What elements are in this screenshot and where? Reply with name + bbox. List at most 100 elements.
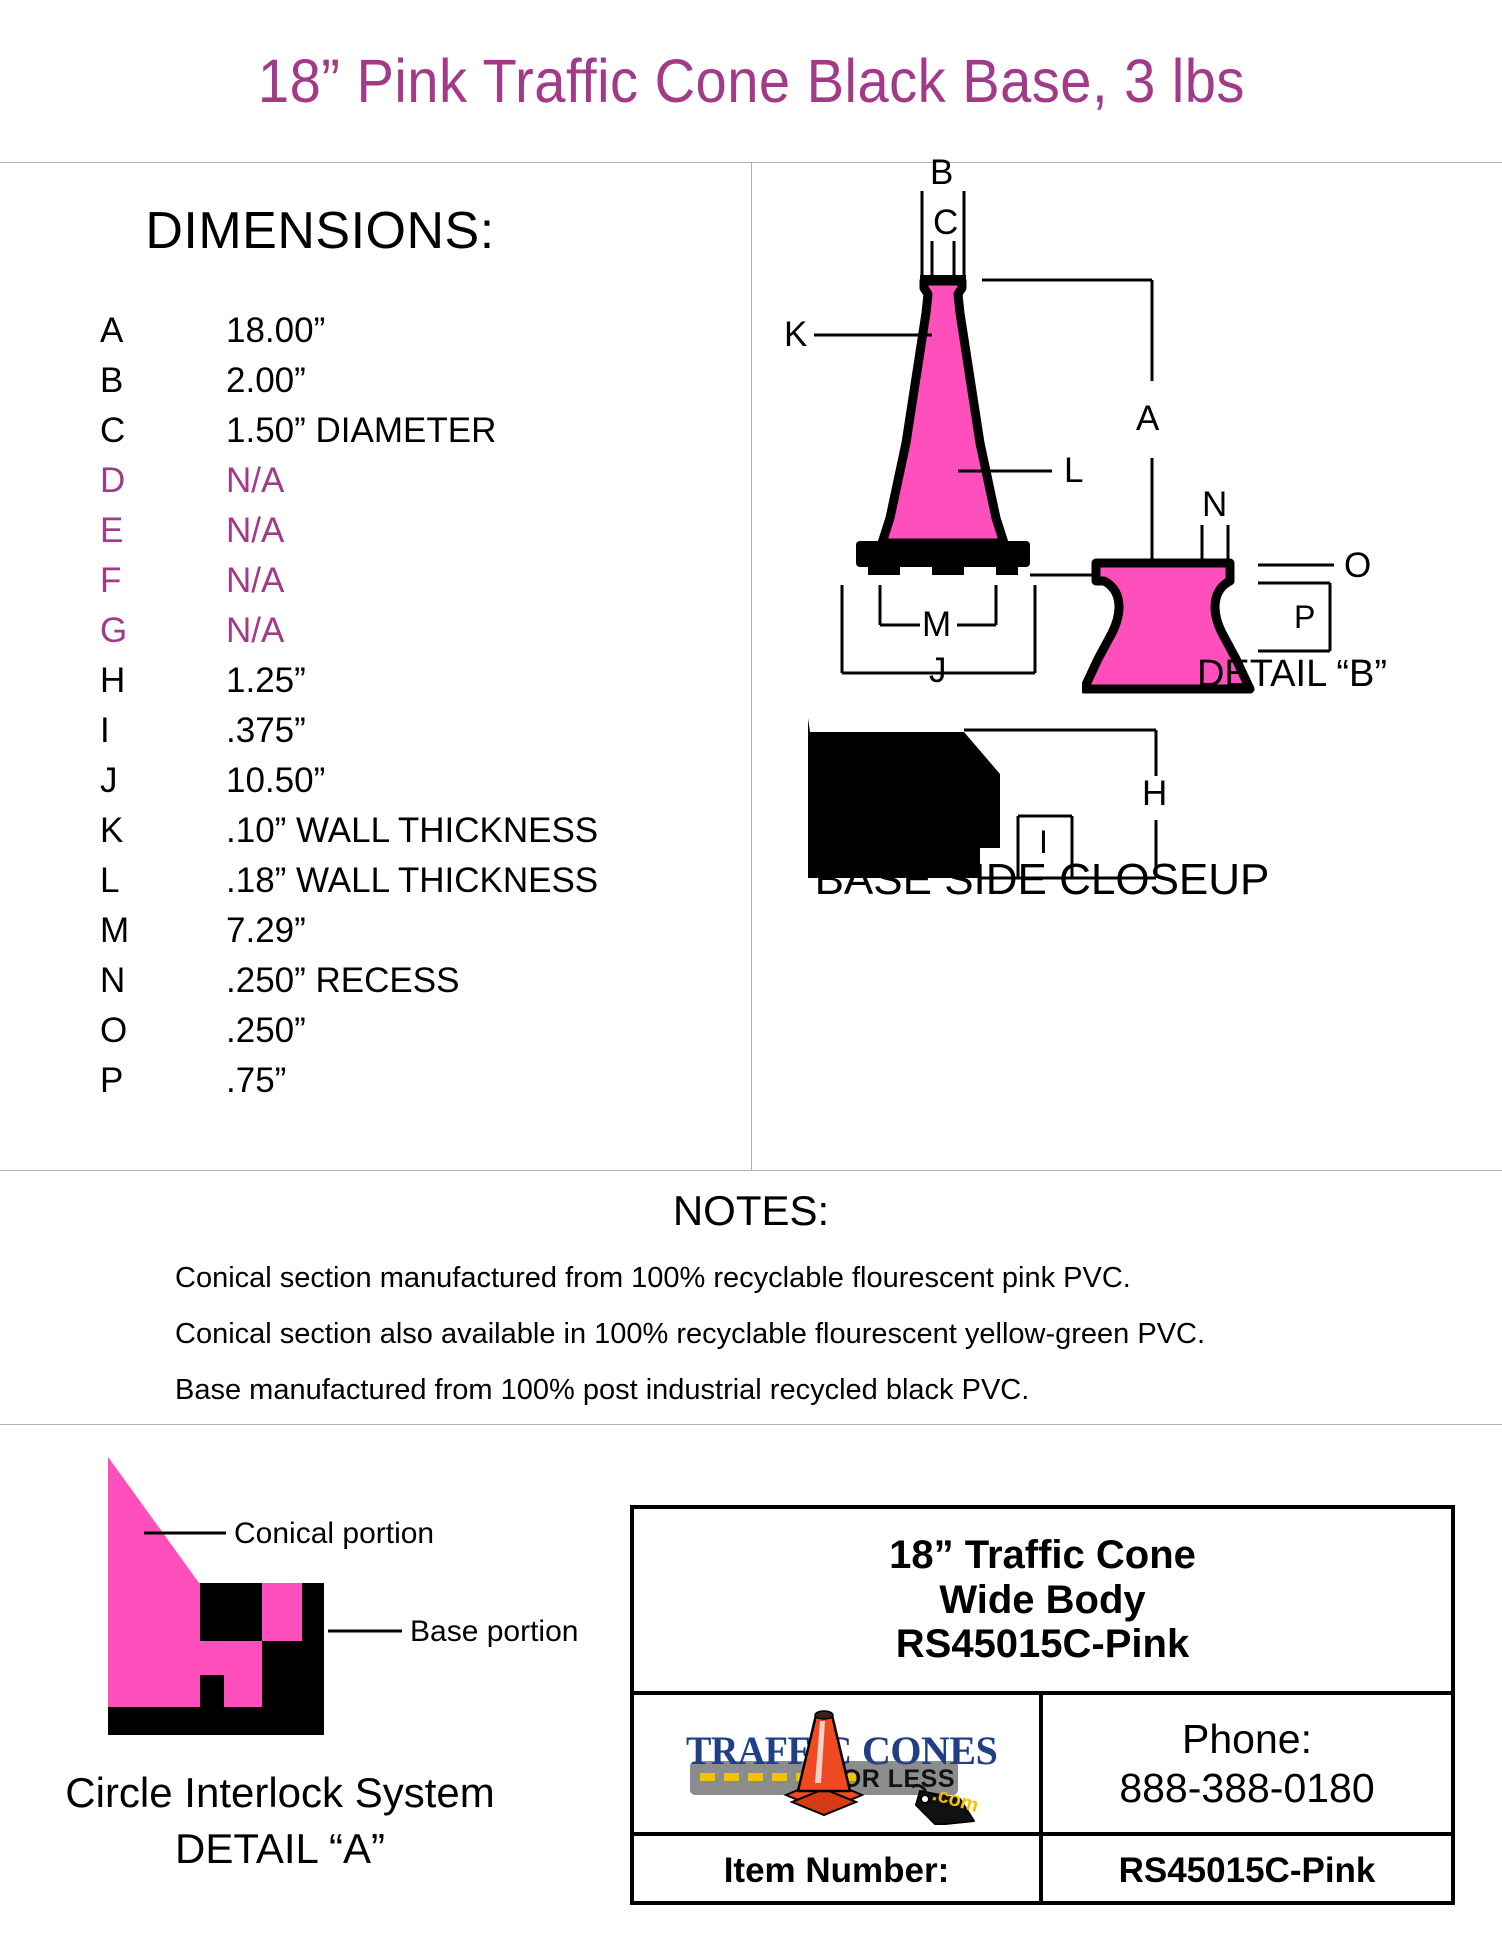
callout-h-label: H [1142, 774, 1168, 813]
product-name-line3: RS45015C-Pink [895, 1622, 1190, 1667]
dimension-key: N [100, 961, 126, 1000]
interlock-caption-line1: Circle Interlock System [65, 1769, 495, 1816]
dimension-value: .18” WALL THICKNESS [226, 861, 599, 900]
cone-elevation-svg [814, 191, 1154, 675]
dimension-row: P .75” [100, 1056, 700, 1106]
divider-above-notes [0, 1170, 1502, 1171]
dimension-row: I.375” [100, 706, 700, 756]
product-name-line2: Wide Body [939, 1577, 1146, 1622]
dimension-value: 1.50” DIAMETER [226, 411, 497, 450]
dimension-value: 18.00” [226, 311, 326, 350]
road-dash [748, 1773, 763, 1781]
item-number-label: Item Number: [634, 1836, 1043, 1905]
dimension-key: P [100, 1061, 124, 1100]
dimension-key: J [100, 761, 118, 800]
dimension-key: H [100, 661, 126, 700]
product-name-line1: 18” Traffic Cone [889, 1532, 1196, 1577]
road-dash [724, 1773, 739, 1781]
detail-b-svg [1082, 525, 1334, 694]
phone-cell: Phone: 888-388-0180 [1043, 1695, 1451, 1832]
drawing-panel: B C K L A M J N O P DETAIL “B” [752, 155, 1502, 1170]
detail-b-drawing: N O P [1082, 487, 1502, 733]
dimension-key: O [100, 1011, 128, 1050]
road-dash [844, 1773, 859, 1781]
dimension-value: 2.00” [226, 361, 306, 400]
dimension-value: .10” WALL THICKNESS [226, 811, 599, 850]
base-side-closeup-drawing: H I [752, 708, 1312, 908]
dimension-key: I [100, 711, 110, 750]
callout-c-label: C [933, 203, 959, 242]
dimension-row: A 18.00” [100, 306, 700, 356]
dimension-value: .75” [226, 1061, 287, 1100]
divider-above-bottom [0, 1424, 1502, 1425]
interlock-caption-line2: DETAIL “A” [174, 1825, 386, 1872]
logo-word-cones: CONES [862, 1728, 998, 1773]
dimension-row: D N/A [100, 456, 700, 506]
title-block-table: 18” Traffic Cone Wide Body RS45015C-Pink [630, 1505, 1455, 1905]
dimension-key: G [100, 611, 128, 650]
dimension-key: B [100, 361, 124, 400]
callout-i-label: I [1039, 824, 1048, 860]
notes-heading: NOTES: [672, 1187, 830, 1234]
title-bar: 18” Pink Traffic Cone Black Base, 3 lbs [0, 0, 1502, 162]
divider-under-title [0, 162, 1502, 163]
dimension-value: N/A [226, 611, 285, 650]
dimensions-list: A 18.00” B 2.00” C 1.50” DIAMETER D N/A E N/A… [100, 306, 700, 1106]
title-block-middle-row: TRAFFIC CONES FOR LESS [634, 1695, 1451, 1836]
divider-vertical-main [751, 163, 752, 1171]
title-block-item-row: Item Number: RS45015C-Pink [634, 1836, 1451, 1905]
dimension-key: A [100, 311, 124, 350]
title-block-product-row: 18” Traffic Cone Wide Body RS45015C-Pink [634, 1509, 1451, 1695]
base-closeup-svg [808, 718, 1158, 880]
dimension-value: 7.29” [226, 911, 306, 950]
callout-a-label: A [1136, 399, 1160, 438]
dimension-value: N/A [226, 561, 285, 600]
dimension-value: .250” [226, 1011, 306, 1050]
logo-domain-dotcom: .com [930, 1783, 981, 1818]
dimension-row: G N/A [100, 606, 700, 656]
item-number-value: RS45015C-Pink [1118, 1850, 1376, 1890]
phone-label: Phone: [1182, 1716, 1312, 1763]
callout-l-label: L [1064, 451, 1084, 490]
callout-n-label: N [1202, 485, 1228, 524]
note-line: Conical section also available in 100% r… [175, 1318, 1206, 1350]
dimension-key: M [100, 911, 130, 950]
interlock-detail-drawing: Conical portion Base portion [40, 1435, 600, 1765]
dimension-row: E N/A [100, 506, 700, 556]
notes-panel: NOTES: Conical section manufactured from… [0, 1171, 1502, 1424]
callout-base-portion: Base portion [410, 1615, 579, 1648]
callout-p-label: P [1294, 599, 1316, 635]
note-line: Base manufactured from 100% post industr… [175, 1374, 1030, 1406]
page-title: 18” Pink Traffic Cone Black Base, 3 lbs [257, 47, 1245, 115]
dimension-key: D [100, 461, 126, 500]
note-line: Conical section manufactured from 100% r… [175, 1262, 1131, 1294]
dimension-row: K.10” WALL THICKNESS [100, 806, 700, 856]
dimension-value: N/A [226, 511, 285, 550]
callout-conical-portion: Conical portion [234, 1517, 435, 1550]
dimension-row: L .18” WALL THICKNESS [100, 856, 700, 906]
dimension-key: C [100, 411, 126, 450]
dimensions-panel: DIMENSIONS: A 18.00” B 2.00” C 1.50” DIAMET… [0, 163, 751, 1170]
dimension-key: E [100, 511, 124, 550]
dimension-row: N .250” RECESS [100, 956, 700, 1006]
base-closeup-caption: BASE SIDE CLOSEUP [814, 855, 1270, 904]
dimensions-heading: DIMENSIONS: [145, 202, 495, 260]
dimension-value: 10.50” [226, 761, 326, 800]
callout-k-label: K [784, 315, 808, 354]
dimension-value: .250” RECESS [226, 961, 460, 1000]
bottom-panel: Conical portion Base portion Circle Inte… [0, 1425, 1502, 1936]
dimension-row: B 2.00” [100, 356, 700, 406]
road-dash [700, 1773, 715, 1781]
phone-number[interactable]: 888-388-0180 [1119, 1764, 1375, 1811]
dimension-row: O .250” [100, 1006, 700, 1056]
callout-m-label: M [922, 605, 952, 644]
callout-j-label: J [929, 651, 947, 690]
dimension-key: L [100, 861, 120, 900]
dimension-row: C 1.50” DIAMETER [100, 406, 700, 456]
dimension-row: J 10.50” [100, 756, 700, 806]
traffic-cones-for-less-logo: TRAFFIC CONES FOR LESS [644, 1703, 1034, 1825]
callout-b-label: B [930, 153, 954, 192]
dimension-value: N/A [226, 461, 285, 500]
